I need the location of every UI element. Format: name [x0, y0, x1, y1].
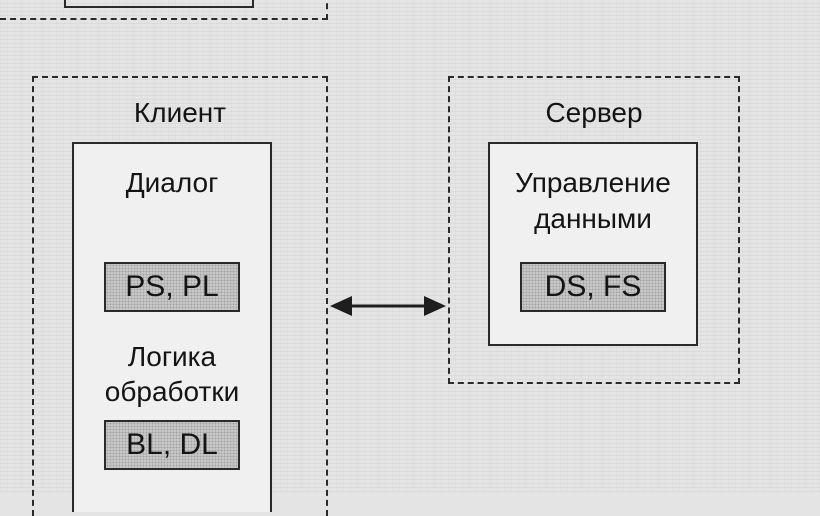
top-partial-frame — [0, 0, 328, 20]
top-partial-box — [64, 0, 254, 8]
client-frame — [32, 76, 328, 516]
server-title: Сервер — [545, 97, 643, 128]
business-logic-box: BL, DL — [104, 420, 240, 470]
presentation-box: PS, PL — [104, 262, 240, 312]
server-inner-box — [488, 142, 698, 346]
data-management-label-line1: Управление — [515, 167, 671, 198]
data-management-label-line2: данными — [534, 203, 652, 234]
logic-label-line2: обработки — [104, 376, 240, 407]
client-title: Клиент — [133, 97, 227, 128]
dialog-label: Диалог — [125, 167, 219, 198]
server-frame — [448, 76, 740, 384]
bidirectional-arrow — [330, 296, 446, 316]
data-services-box: DS, FS — [520, 262, 666, 312]
logic-label-line1: Логика — [127, 341, 217, 372]
